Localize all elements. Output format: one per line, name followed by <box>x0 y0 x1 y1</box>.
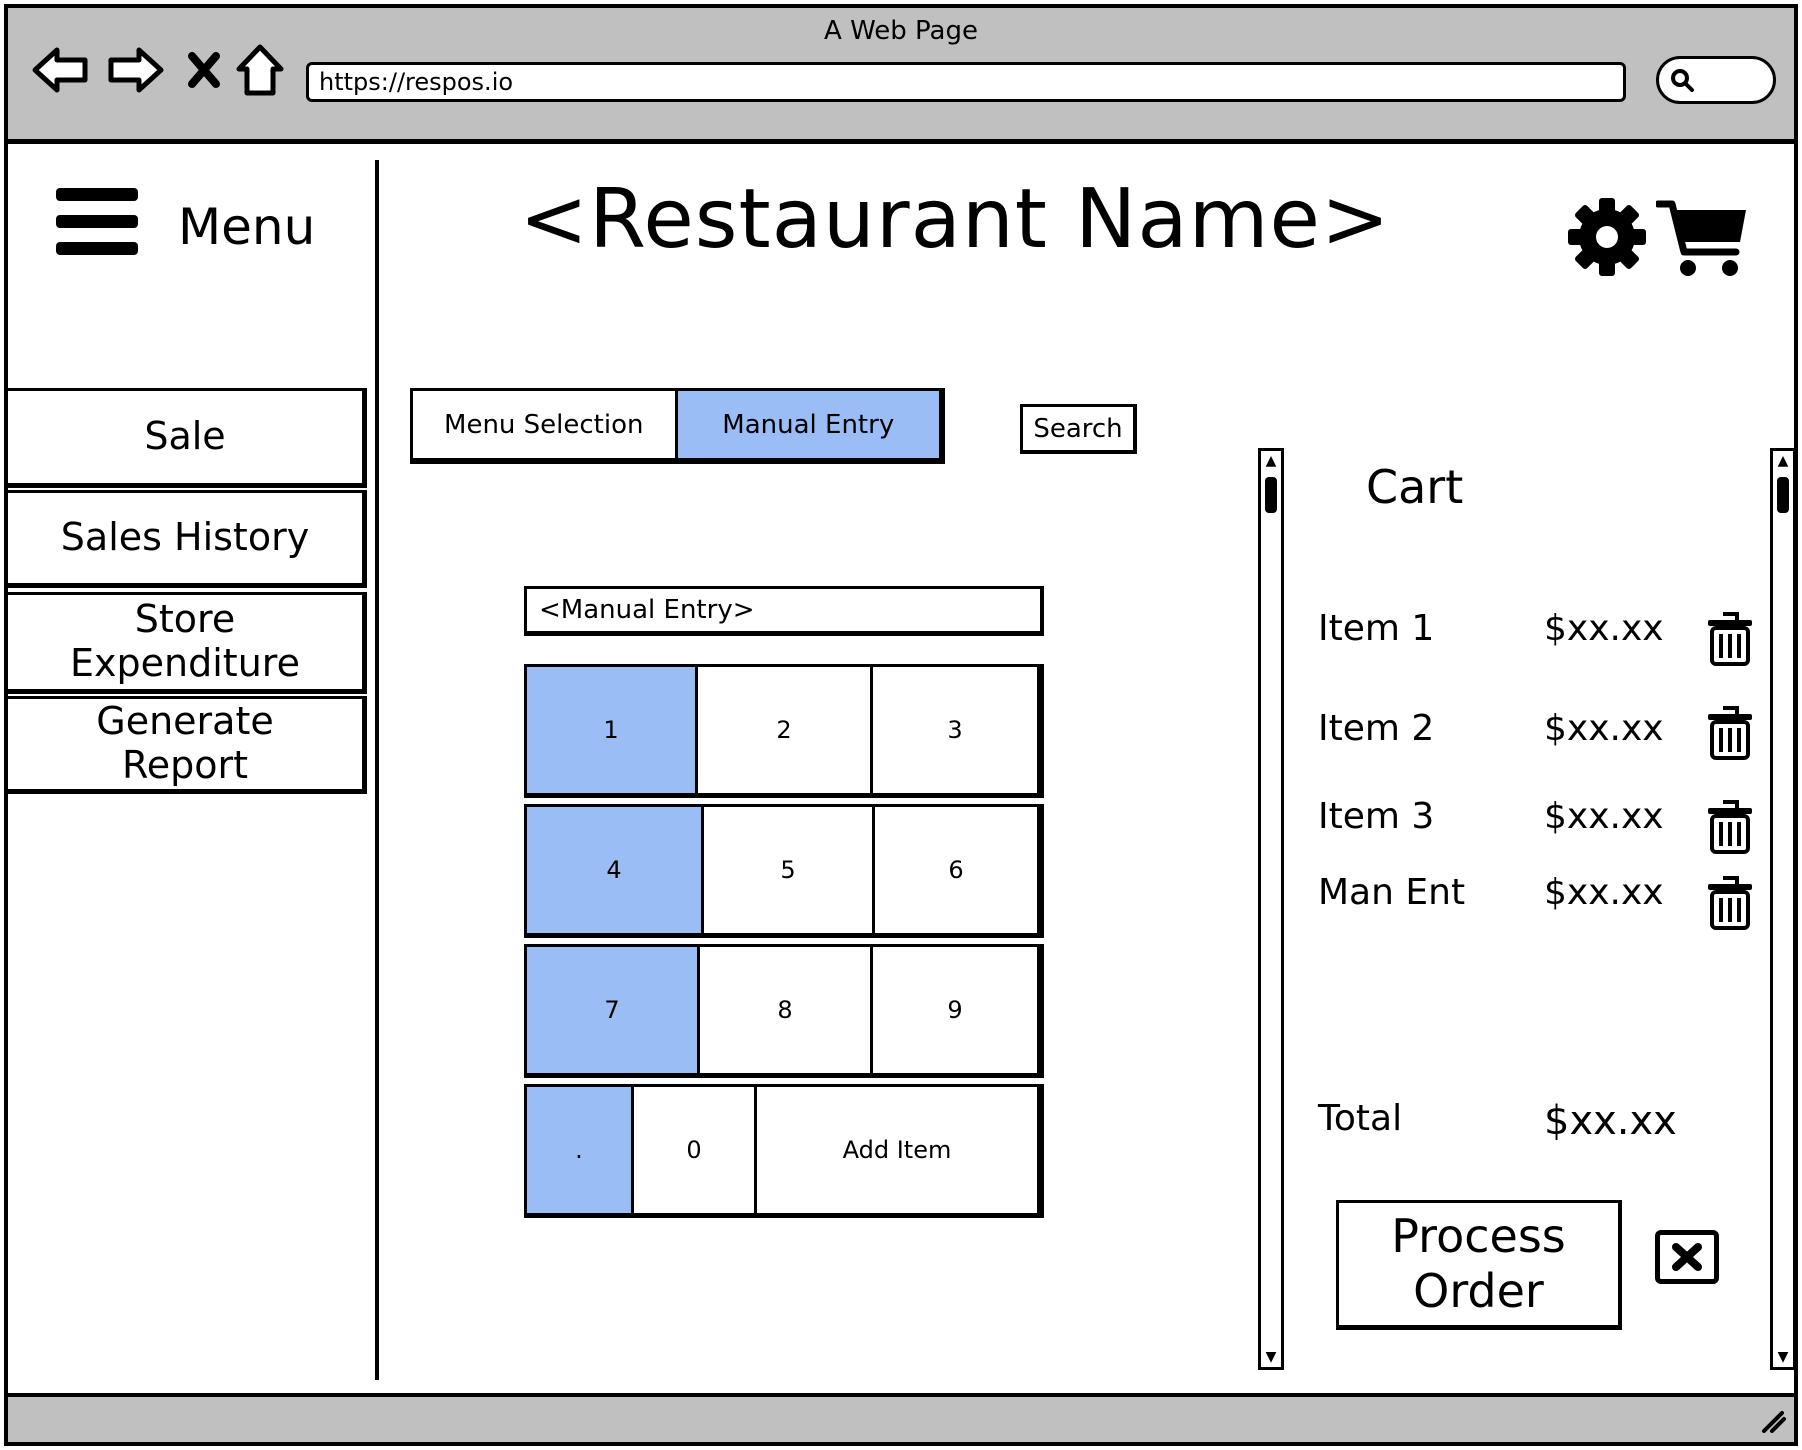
window-border <box>4 4 1798 1446</box>
window-title: A Web Page <box>824 16 978 46</box>
home-icon[interactable] <box>232 40 288 100</box>
cart-item-price: $xx.xx <box>1544 708 1664 749</box>
menu-label: Menu <box>178 198 316 256</box>
cart-item-price: $xx.xx <box>1544 796 1664 837</box>
back-icon[interactable] <box>28 40 92 100</box>
trash-icon[interactable] <box>1705 704 1755 760</box>
scroll-thumb[interactable] <box>1777 477 1789 513</box>
cart-item-price: $xx.xx <box>1544 608 1664 649</box>
stop-icon[interactable] <box>180 40 228 100</box>
add-item-button[interactable]: Add Item <box>754 1087 1037 1213</box>
key-8[interactable]: 8 <box>697 947 870 1073</box>
process-order-button[interactable]: Process Order <box>1336 1200 1622 1330</box>
keypad-row-4: . 0 Add Item <box>524 1084 1044 1218</box>
key-5[interactable]: 5 <box>701 807 872 933</box>
key-7[interactable]: 7 <box>527 947 697 1073</box>
sidebar-item-store-expenditure[interactable]: Store Expenditure <box>5 592 367 694</box>
cart-item-name: Item 3 <box>1318 796 1435 837</box>
key-9[interactable]: 9 <box>870 947 1037 1073</box>
hamburger-menu-icon[interactable] <box>54 186 140 258</box>
tab-menu-selection[interactable]: Menu Selection <box>444 409 644 440</box>
sidebar-item-sales-history[interactable]: Sales History <box>5 490 367 588</box>
cart-icon[interactable] <box>1654 198 1750 280</box>
search-icon <box>1671 69 1694 92</box>
key-4[interactable]: 4 <box>527 807 701 933</box>
resize-grip-icon[interactable] <box>1758 1409 1786 1433</box>
cart-item-price: $xx.xx <box>1544 872 1664 913</box>
scroll-up-icon[interactable]: ▲ <box>1265 453 1277 469</box>
total-value: $xx.xx <box>1544 1098 1677 1144</box>
forward-icon[interactable] <box>104 40 168 100</box>
cancel-order-icon[interactable] <box>1655 1230 1719 1284</box>
total-label: Total <box>1318 1098 1403 1139</box>
sidebar-item-sale[interactable]: Sale <box>5 388 367 488</box>
scroll-down-icon[interactable]: ▼ <box>1777 1349 1789 1365</box>
scroll-thumb[interactable] <box>1265 477 1277 513</box>
tab-manual-entry[interactable]: Manual Entry <box>674 391 939 458</box>
trash-icon[interactable] <box>1705 798 1755 854</box>
manual-entry-input[interactable]: <Manual Entry> <box>524 586 1044 636</box>
trash-icon[interactable] <box>1705 874 1755 930</box>
scroll-up-icon[interactable]: ▲ <box>1777 453 1789 469</box>
gear-icon[interactable] <box>1564 194 1650 280</box>
keypad-row-1: 1 2 3 <box>524 664 1044 798</box>
keypad-row-3: 7 8 9 <box>524 944 1044 1078</box>
key-1[interactable]: 1 <box>527 667 695 793</box>
key-3[interactable]: 3 <box>870 667 1037 793</box>
key-0[interactable]: 0 <box>631 1087 754 1213</box>
key-2[interactable]: 2 <box>695 667 870 793</box>
cart-title: Cart <box>1366 460 1464 514</box>
cart-scrollbar-left[interactable]: ▲ ▼ <box>1258 448 1284 1370</box>
cart-item-name: Item 1 <box>1318 608 1435 649</box>
search-button[interactable]: Search <box>1020 404 1137 454</box>
page-title: <Restaurant Name> <box>519 172 1391 267</box>
key-6[interactable]: 6 <box>872 807 1037 933</box>
entry-mode-tabs: Menu Selection Manual Entry <box>410 388 945 464</box>
sidebar-item-generate-report[interactable]: Generate Report <box>5 696 367 794</box>
key-decimal[interactable]: . <box>527 1087 631 1213</box>
url-bar[interactable]: https://respos.io <box>306 62 1626 102</box>
cart-item-name: Item 2 <box>1318 708 1435 749</box>
trash-icon[interactable] <box>1705 610 1755 666</box>
browser-search-field[interactable] <box>1656 56 1776 104</box>
scroll-down-icon[interactable]: ▼ <box>1265 1349 1277 1365</box>
cart-item-name: Man Ent <box>1318 872 1466 913</box>
keypad-row-2: 4 5 6 <box>524 804 1044 938</box>
sidebar-divider <box>375 160 379 1380</box>
